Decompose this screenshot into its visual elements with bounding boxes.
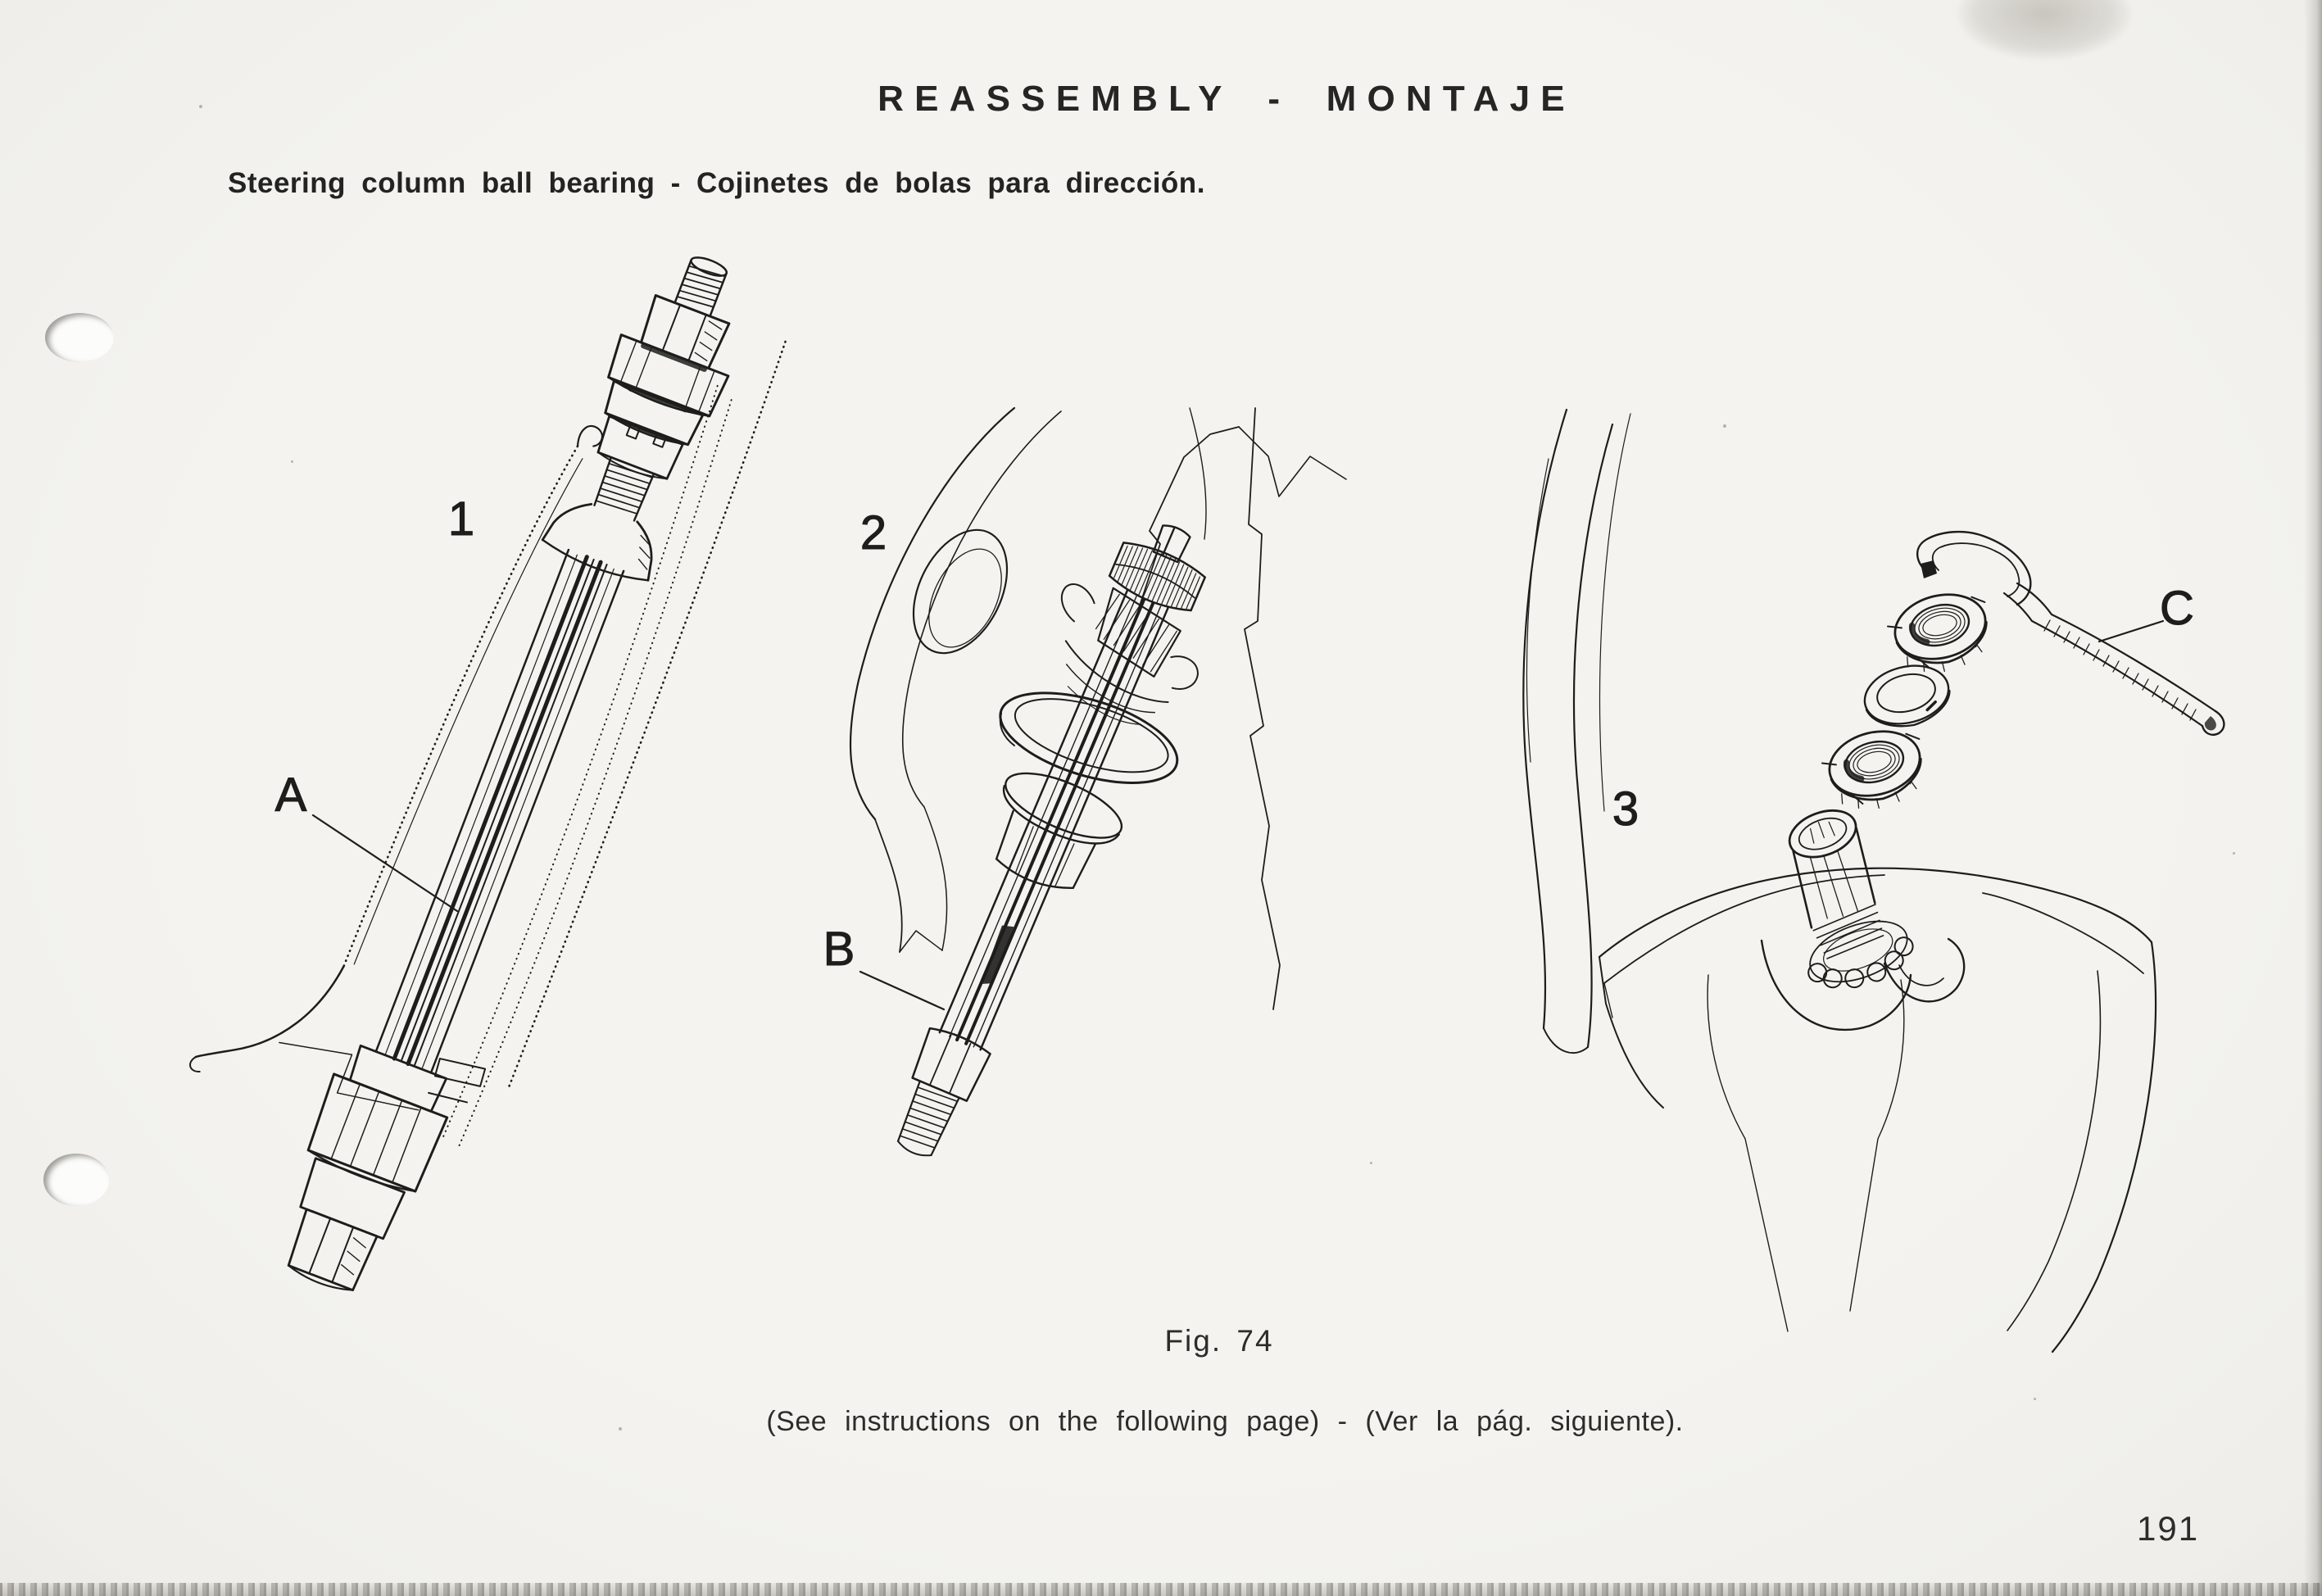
scan-speck (2034, 1398, 2036, 1400)
page-torn-bottom-edge (0, 1583, 2322, 1596)
binder-hole-bottom (43, 1154, 109, 1206)
figure-2-headstock-tool: 2 B (823, 406, 1631, 1157)
page-right-edge (2304, 0, 2322, 1596)
part-label-A: A (275, 769, 307, 822)
page-title: REASSEMBLY - MONTAJE (878, 79, 1576, 119)
scan-speck (619, 1427, 622, 1431)
scan-speck (881, 100, 883, 102)
figure-1-number: 1 (448, 492, 474, 546)
scan-speck (199, 105, 202, 108)
leader-line-A (311, 814, 459, 913)
figure-3-number: 3 (1612, 782, 1639, 836)
adjusting-washer (1863, 664, 1951, 728)
instructions-note: (See instructions on the following page)… (766, 1406, 1684, 1437)
figure-caption: Fig. 74 (1164, 1324, 1274, 1358)
leader-line-B (859, 970, 946, 1011)
section-title: Steering column ball bearing - Cojinetes… (228, 167, 1205, 199)
figure-3-ring-nuts-spanner: 3 C (1598, 530, 2225, 1353)
page-number: 191 (2137, 1509, 2200, 1548)
part-label-B: B (823, 923, 855, 976)
part-label-C: C (2160, 582, 2194, 635)
scan-speck (291, 460, 293, 463)
scan-speck (1723, 424, 1726, 428)
figure-1-steering-column: 1 A (189, 256, 787, 1292)
scan-speck (2233, 852, 2235, 855)
leader-line-C (2098, 619, 2165, 643)
figure-2-number: 2 (860, 506, 887, 560)
scan-speck (1370, 1162, 1372, 1164)
binder-hole-top (45, 313, 114, 362)
